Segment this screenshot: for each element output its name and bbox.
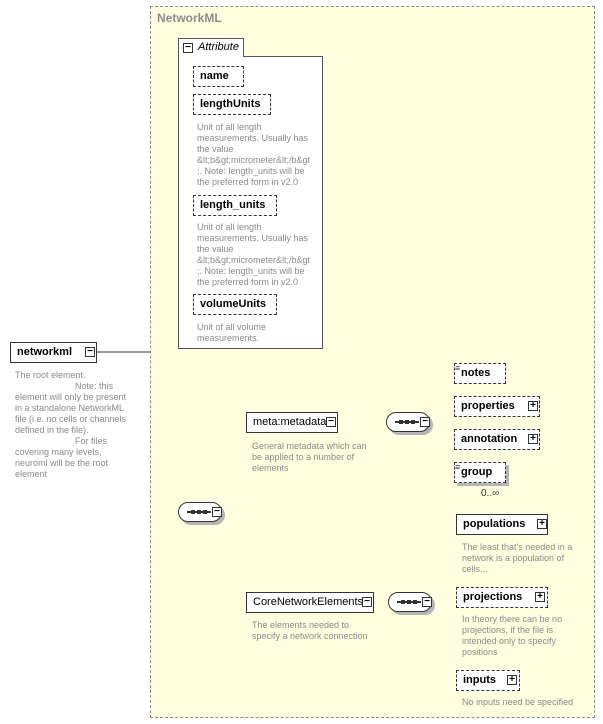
- element-group[interactable]: group: [454, 462, 506, 483]
- collapse-icon[interactable]: −: [326, 417, 336, 427]
- element-properties[interactable]: properties: [454, 396, 540, 417]
- annotation-lines-icon: ≡: [455, 363, 461, 373]
- element-corenetworkelements[interactable]: CoreNetworkElements: [246, 592, 374, 613]
- collapse-icon[interactable]: −: [212, 507, 222, 517]
- attribute-tab-label: Attribute: [198, 41, 239, 53]
- element-annotation[interactable]: annotation: [454, 429, 540, 450]
- attribute-tab[interactable]: [178, 38, 244, 57]
- element-meta-metadata[interactable]: meta:metadata: [246, 412, 338, 433]
- collapse-icon[interactable]: −: [183, 43, 193, 53]
- element-notes[interactable]: notes: [454, 363, 506, 384]
- element-inputs[interactable]: inputs: [456, 670, 520, 691]
- collapse-icon[interactable]: −: [420, 417, 430, 427]
- collapse-icon[interactable]: −: [85, 347, 95, 357]
- group-cardinality: 0..∞: [481, 488, 500, 499]
- inputs-doc: No inputs need be specified: [462, 697, 574, 707]
- group-title: NetworkML: [157, 11, 222, 25]
- root-element-networkml[interactable]: networkml: [10, 342, 97, 363]
- expand-icon[interactable]: +: [528, 401, 538, 411]
- expand-icon[interactable]: +: [507, 675, 517, 685]
- root-element-doc: The root element. Note: this element wil…: [15, 370, 127, 479]
- collapse-icon[interactable]: −: [422, 597, 432, 607]
- attribute-lengthunits[interactable]: lengthUnits: [193, 94, 271, 115]
- annotation-lines-icon: ≡: [455, 462, 461, 472]
- expand-icon[interactable]: +: [528, 434, 538, 444]
- element-projections[interactable]: projections: [456, 587, 548, 608]
- expand-icon[interactable]: +: [537, 519, 547, 529]
- collapse-icon[interactable]: −: [362, 597, 372, 607]
- expand-icon[interactable]: +: [535, 592, 545, 602]
- attribute-volumeunits[interactable]: volumeUnits: [193, 294, 277, 315]
- attribute-length-units[interactable]: length_units: [193, 195, 277, 216]
- attribute-name[interactable]: name: [193, 66, 244, 87]
- element-populations[interactable]: populations: [456, 514, 548, 535]
